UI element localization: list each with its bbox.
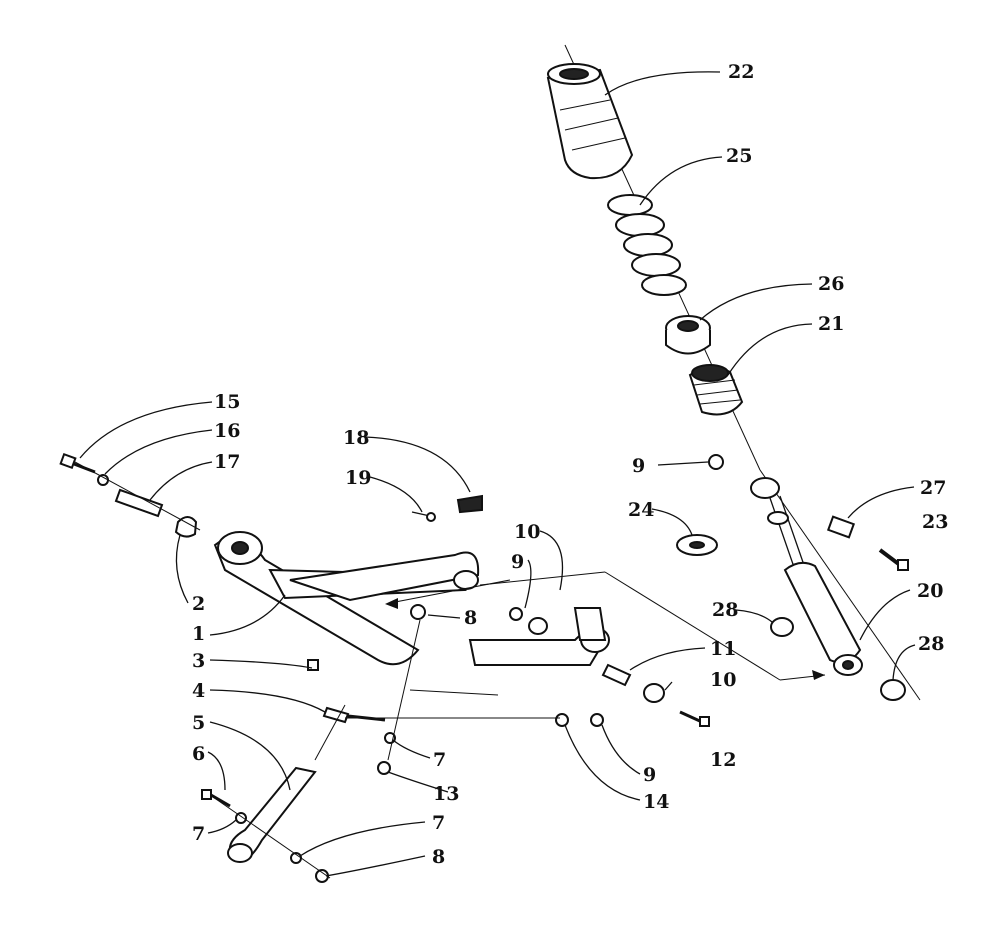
part-19-pin xyxy=(411,511,436,522)
part-3-nut xyxy=(307,659,319,671)
callout-10-upper: 10 xyxy=(514,521,540,543)
callout-3: 3 xyxy=(192,650,205,672)
callout-10-lower: 10 xyxy=(710,669,736,691)
callout-8-upper: 8 xyxy=(464,607,477,629)
callout-24: 24 xyxy=(628,499,654,521)
part-9-10-bushings-mid xyxy=(509,607,548,635)
part-11-sleeve xyxy=(601,663,632,687)
callout-9-mid: 9 xyxy=(511,551,524,573)
part-4-bolt xyxy=(322,706,386,724)
part-27-spacer xyxy=(826,515,856,539)
part-12-bolt xyxy=(679,710,710,727)
callout-7-mid: 7 xyxy=(433,749,446,771)
part-6-bolt xyxy=(201,789,231,808)
part-16-washer xyxy=(97,474,109,486)
part-9-nut-upper xyxy=(708,454,724,470)
callout-19: 19 xyxy=(345,467,371,489)
part-25-spring xyxy=(607,194,687,296)
part-21-sleeve xyxy=(688,364,744,416)
part-20-shock-body xyxy=(750,477,863,676)
part-1-pivot-tube xyxy=(213,531,467,666)
callout-25: 25 xyxy=(726,145,752,167)
assembly-guide-lines xyxy=(74,461,826,879)
part-23-bolt xyxy=(878,548,909,571)
part-5-lever xyxy=(227,766,317,863)
callout-23: 23 xyxy=(922,511,948,533)
callout-1: 1 xyxy=(192,623,205,645)
callout-4: 4 xyxy=(192,680,205,702)
callout-22: 22 xyxy=(728,61,754,83)
part-14-nut xyxy=(555,713,569,727)
callout-6: 6 xyxy=(192,743,205,765)
part-2-bushing xyxy=(174,516,198,538)
callout-16: 16 xyxy=(214,420,240,442)
part-10-bushing-lower xyxy=(643,683,665,703)
callout-9-upper: 9 xyxy=(632,455,645,477)
callout-14: 14 xyxy=(643,791,669,813)
part-26-collar xyxy=(665,315,711,355)
part-9-nut-lower xyxy=(590,713,604,727)
callout-12: 12 xyxy=(710,749,736,771)
callout-11: 11 xyxy=(710,638,736,660)
callout-leaders xyxy=(79,71,916,877)
part-8-nut-upper xyxy=(410,604,426,620)
part-13-screw xyxy=(377,761,391,775)
callout-27: 27 xyxy=(920,477,946,499)
part-24-bushing xyxy=(676,534,718,556)
part-22-boot xyxy=(546,63,634,180)
callout-26: 26 xyxy=(818,273,844,295)
callout-15: 15 xyxy=(214,391,240,413)
callout-13: 13 xyxy=(433,783,459,805)
callout-7-left: 7 xyxy=(192,823,205,845)
part-17-sleeve xyxy=(114,488,164,518)
callout-18: 18 xyxy=(343,427,369,449)
callout-labels: 22 25 26 21 15 16 17 18 19 9 27 24 23 10… xyxy=(192,61,948,868)
part-lower-arm xyxy=(468,607,610,666)
callout-17: 17 xyxy=(214,451,240,473)
part-upper-arm xyxy=(289,551,480,602)
callout-9-lower: 9 xyxy=(643,764,656,786)
callout-28-right: 28 xyxy=(918,633,944,655)
callout-20: 20 xyxy=(917,580,943,602)
callout-7-right: 7 xyxy=(432,812,445,834)
callout-8-lower: 8 xyxy=(432,846,445,868)
callout-5: 5 xyxy=(192,712,205,734)
callout-2: 2 xyxy=(192,593,205,615)
callout-21: 21 xyxy=(818,313,844,335)
callout-28-left: 28 xyxy=(712,599,738,621)
part-18-bracket xyxy=(456,494,483,514)
part-28-bushings xyxy=(770,617,906,701)
